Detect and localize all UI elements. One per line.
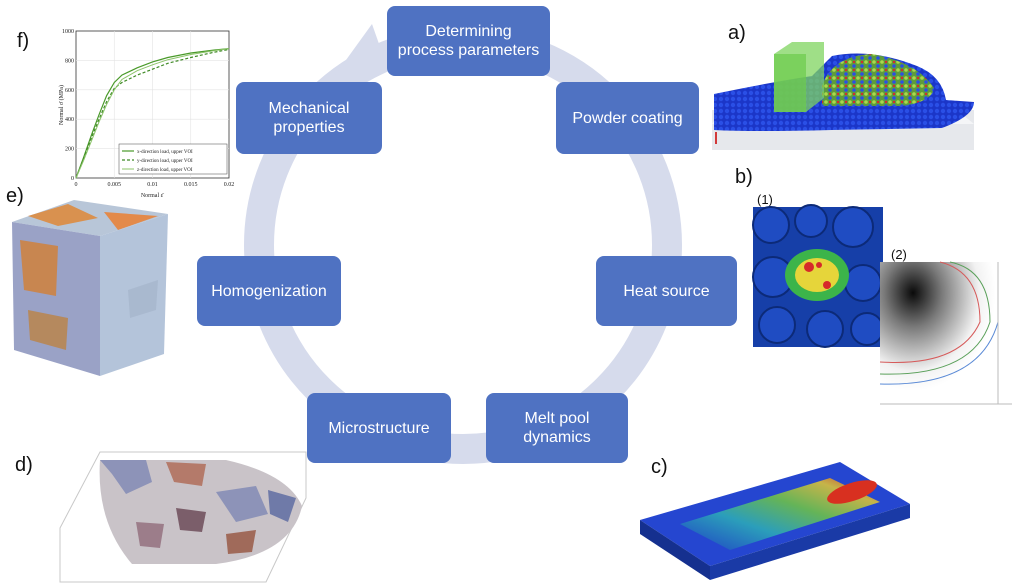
- chart-x-tick-label: 0: [75, 182, 78, 188]
- stress-strain-chart: 0 0.005 0.01 0.015 0.02 0 200 400 600 800 1000 Nor…: [58, 29, 234, 199]
- melt-pool-simulation-image: [640, 462, 910, 580]
- chart-y-tick-label: 0: [71, 176, 74, 182]
- chart-legend-box: [118, 143, 228, 175]
- step-microstructure: Microstructure: [307, 393, 451, 463]
- step-heat-source: Heat source: [596, 256, 737, 326]
- chart-legend: x-direction load, upper VOI y-direction l…: [118, 143, 228, 175]
- panel-label-a: a): [728, 22, 746, 44]
- chart-series-line-2: [75, 48, 230, 179]
- step-determining-process-parameters: Determining process parameters: [387, 6, 550, 76]
- panel-label-c: c): [651, 456, 668, 478]
- panel-label-b: b): [735, 166, 753, 188]
- microstructure-grain-image: [59, 451, 307, 583]
- heat-source-powder-image: [752, 204, 884, 348]
- panel-label-f: f): [17, 30, 30, 52]
- step-powder-coating: Powder coating: [556, 82, 699, 154]
- panel-label-e: e): [6, 185, 24, 207]
- chart-series-group: [75, 48, 230, 179]
- powder-bed-simulation-image: [712, 42, 974, 150]
- chart-legend-label: y-direction load, upper VOI: [137, 159, 193, 164]
- chart-y-tick-label: 1000: [62, 29, 74, 35]
- chart-y-axis-label: Normal σ̄ (MPa): [58, 85, 65, 125]
- step-homogenization: Homogenization: [197, 256, 341, 326]
- chart-x-tick-label: 0.005: [108, 182, 122, 188]
- step-melt-pool-dynamics: Melt pool dynamics: [486, 393, 628, 463]
- chart-x-axis-label: Normal ε̄: [141, 193, 164, 199]
- chart-series-line-1: [75, 48, 230, 179]
- chart-y-tick-label: 800: [65, 58, 74, 64]
- panel-label-d: d): [15, 454, 33, 476]
- chart-y-tick-label: 400: [65, 117, 74, 123]
- chart-legend-label: z-direction load, upper VOI: [137, 168, 193, 173]
- chart-y-tick-label: 600: [65, 88, 74, 94]
- heat-source-contour-plot: [879, 261, 1018, 414]
- panel-label-b1: (1): [757, 192, 773, 207]
- chart-x-tick-label: 0.015: [184, 182, 198, 188]
- chart-legend-label: x-direction load, upper VOI: [137, 150, 193, 155]
- chart-series-line-3: [75, 48, 230, 179]
- chart-tick-labels: 0 0.005 0.01 0.015 0.02 0 200 400 600 800 1000: [62, 29, 234, 188]
- homogenization-cube-image: [12, 200, 168, 376]
- chart-x-tick-label: 0.01: [147, 182, 158, 188]
- chart-x-tick-label: 0.02: [224, 182, 235, 188]
- step-mechanical-properties: Mechanical properties: [236, 82, 382, 154]
- panel-label-b2: (2): [891, 247, 907, 262]
- chart-y-tick-label: 200: [65, 147, 74, 153]
- cycle-arrow-head: [333, 24, 384, 78]
